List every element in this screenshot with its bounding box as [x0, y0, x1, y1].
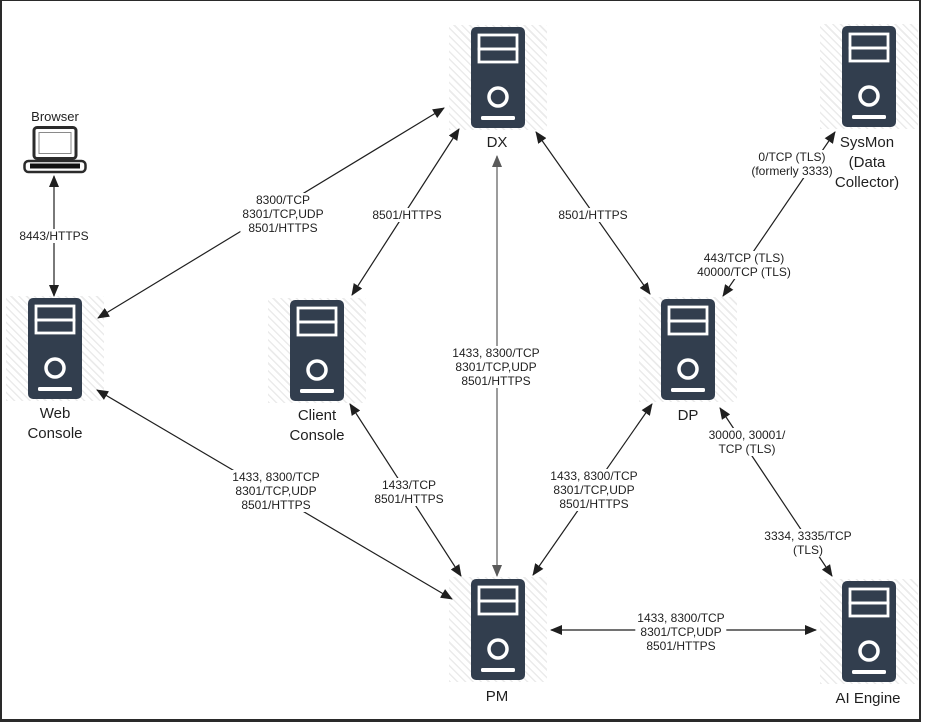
server-icon-pm [471, 579, 525, 680]
edge-label-client-console-pm: 1433/TCP 8501/HTTPS [372, 478, 446, 506]
server-icon-sysmon [842, 26, 896, 127]
node-label-browser: Browser [31, 109, 79, 124]
edge-label-dx-dp: 8501/HTTPS [556, 208, 630, 222]
edge-label-web-console-pm: 1433, 8300/TCP 8301/TCP,UDP 8501/HTTPS [230, 470, 322, 512]
node-label-ai-engine: AI Engine [835, 690, 901, 707]
edge-label-pm-ai: 1433, 8300/TCP 8301/TCP,UDP 8501/HTTPS [635, 611, 727, 653]
node-label-dx: DX [486, 134, 508, 151]
edge-label-dx-pm: 1433, 8300/TCP 8301/TCP,UDP 8501/HTTPS [450, 346, 542, 388]
browser-laptop-icon [23, 126, 87, 174]
node-label-dp: DP [677, 407, 699, 424]
node-label-sysmon: SysMon (Data Collector) [834, 134, 900, 191]
edge-label-dp-ai-upper: 30000, 30001/ TCP (TLS) [706, 428, 788, 456]
edge-label-browser-web-console: 8443/HTTPS [17, 229, 91, 243]
edge-label-web-console-dx: 8300/TCP 8301/TCP,UDP 8501/HTTPS [240, 193, 326, 235]
edge-label-sysmon-dp-upper: 0/TCP (TLS) (formerly 3333) [749, 150, 835, 178]
server-icon-dp [661, 299, 715, 400]
node-label-client-console: Client Console [289, 407, 345, 444]
edge-label-client-console-dx: 8501/HTTPS [370, 208, 444, 222]
server-icon-client-console [290, 300, 344, 401]
edge-label-dp-pm: 1433, 8300/TCP 8301/TCP,UDP 8501/HTTPS [548, 469, 640, 511]
edge-label-dp-ai-lower: 3334, 3335/TCP (TLS) [762, 529, 854, 557]
node-label-web-console: Web Console [27, 405, 83, 442]
server-icon-web-console [28, 298, 82, 399]
server-icon-ai-engine [842, 581, 896, 682]
node-label-pm: PM [485, 688, 509, 705]
server-icon-dx [471, 27, 525, 128]
edge-label-sysmon-dp-lower: 443/TCP (TLS) 40000/TCP (TLS) [695, 251, 793, 279]
